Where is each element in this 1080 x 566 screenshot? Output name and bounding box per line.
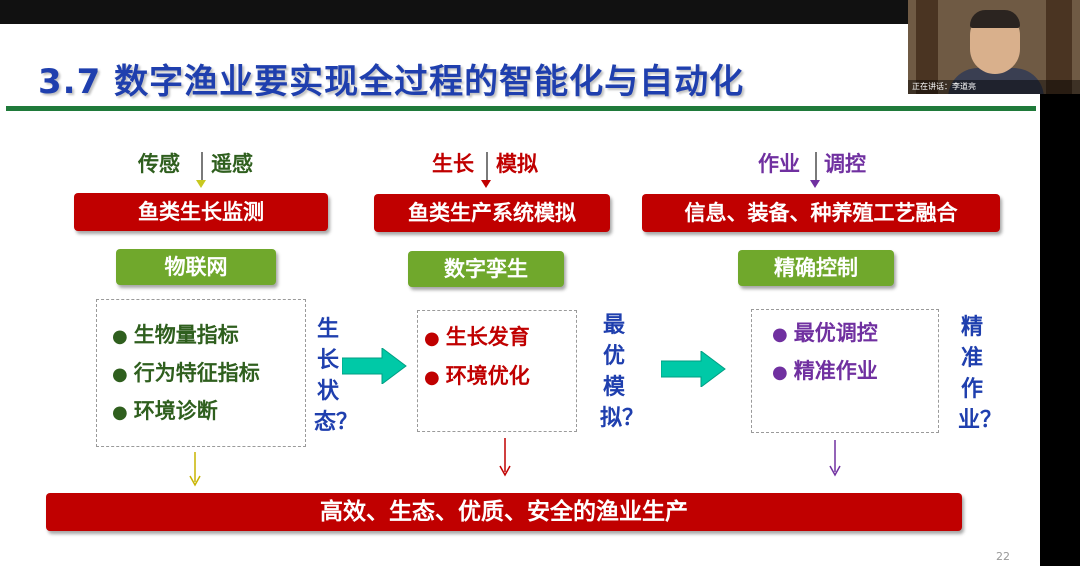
col2-dashed-panel [417,310,577,432]
col1-side-question: 生长状态？ [314,317,359,435]
col2-to-bottom-arrow-icon [499,438,511,477]
col1-dashed-panel [96,299,306,447]
col2-bullet-1: ●生长发育 [424,325,530,349]
col3-green-box: 精确控制 [738,250,894,286]
presentation-slide: 3.7 数字渔业要实现全过程的智能化与自动化 传感 遥感 鱼类生长监测 物联网 … [0,24,1040,566]
col3-bullet-1: ●最优调控 [772,321,878,345]
col1-down-arrow-icon [196,180,206,188]
col1-to-col2-arrow-icon [342,348,407,384]
page-number: 22 [996,550,1010,563]
col3-red-box: 信息、装备、种养殖工艺融合 [642,194,1000,232]
col2-green-box: 数字孪生 [408,251,564,287]
col3-separator [815,152,817,180]
col1-top-left-label: 传感 [138,152,180,176]
col2-side-question: 最优模拟？ [600,313,645,431]
speaker-caption: 正在讲话：李道亮 [908,80,1080,94]
speaker-video-thumbnail[interactable]: 正在讲话：李道亮 [908,0,1080,94]
col2-top-right-label: 模拟 [496,152,538,176]
bookshelf-left [916,0,938,94]
col3-bullet-2: ●精准作业 [772,359,878,383]
col1-green-box: 物联网 [116,249,276,285]
col1-to-bottom-arrow-icon [189,452,201,487]
col2-top-left-label: 生长 [432,152,474,176]
title-underline [6,106,1036,111]
col1-bullet-2: ●行为特征指标 [112,361,260,385]
col3-dashed-panel [751,309,939,433]
col3-side-question: 精准作业？ [958,315,1003,433]
col3-down-arrow-icon [810,180,820,188]
col2-to-col3-arrow-icon [661,351,726,387]
col3-to-bottom-arrow-icon [829,440,841,477]
col2-red-box: 鱼类生产系统模拟 [374,194,610,232]
bookshelf-right [1046,0,1072,94]
col2-separator [486,152,488,180]
speaker-hair [970,10,1020,28]
col1-top-right-label: 遥感 [211,152,253,176]
col1-bullet-3: ●环境诊断 [112,399,218,423]
col1-red-box: 鱼类生长监测 [74,193,328,231]
col2-down-arrow-icon [481,180,491,188]
col1-bullet-1: ●生物量指标 [112,323,239,347]
meeting-top-bar [0,0,1080,24]
col3-top-right-label: 调控 [824,152,866,176]
col1-separator [201,152,203,180]
slide-title: 3.7 数字渔业要实现全过程的智能化与自动化 [38,62,745,102]
col3-top-left-label: 作业 [758,152,800,176]
outcome-bar: 高效、生态、优质、安全的渔业生产 [46,493,962,531]
col2-bullet-2: ●环境优化 [424,364,530,388]
